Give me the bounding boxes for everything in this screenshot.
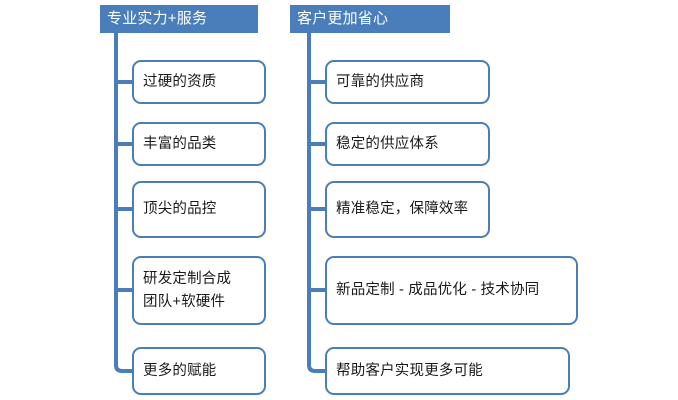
node-right-1[interactable]: 稳定的供应体系 <box>325 122 490 166</box>
node-left-1[interactable]: 丰富的品类 <box>132 122 266 166</box>
node-right-2-label: 精准稳定，保障效率 <box>336 201 469 217</box>
node-right-3[interactable]: 新品定制 - 成品优化 - 技术协同 <box>325 256 578 325</box>
node-right-0[interactable]: 可靠的供应商 <box>325 60 490 104</box>
node-left-3[interactable]: 研发定制合成 团队+软硬件 <box>132 256 266 325</box>
node-left-3-label: 研发定制合成 团队+软硬件 <box>143 270 232 310</box>
node-left-0[interactable]: 过硬的资质 <box>132 60 266 104</box>
node-right-2[interactable]: 精准稳定，保障效率 <box>325 181 490 238</box>
node-right-4-label: 帮助客户实现更多可能 <box>336 362 483 379</box>
branch-header-left[interactable]: 专业实力+服务 <box>100 5 258 33</box>
node-left-4-label: 更多的赋能 <box>143 362 217 379</box>
branch-header-right[interactable]: 客户更加省心 <box>290 5 450 33</box>
node-right-1-label: 稳定的供应体系 <box>336 135 439 152</box>
node-right-0-label: 可靠的供应商 <box>336 73 425 90</box>
node-left-4[interactable]: 更多的赋能 <box>132 347 266 395</box>
node-left-1-label: 丰富的品类 <box>143 135 217 152</box>
node-left-2[interactable]: 顶尖的品控 <box>132 181 266 238</box>
node-left-2-label: 顶尖的品控 <box>143 201 217 217</box>
node-right-4[interactable]: 帮助客户实现更多可能 <box>325 347 570 395</box>
node-right-3-label: 新品定制 - 成品优化 - 技术协同 <box>336 282 540 298</box>
node-left-0-label: 过硬的资质 <box>143 73 217 90</box>
